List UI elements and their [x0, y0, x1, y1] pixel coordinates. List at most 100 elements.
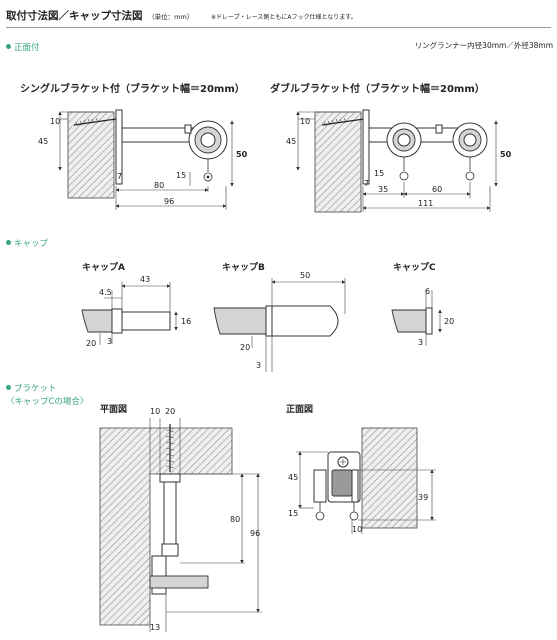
screw	[73, 118, 117, 126]
section-front-label: 正面付	[14, 43, 40, 53]
plan-title: 平面図	[100, 404, 127, 415]
dim-10: 10	[150, 407, 160, 416]
ring-runner	[351, 469, 359, 503]
dim-39: 39	[418, 493, 428, 502]
cap-a-diagram: キャップA 43 4.5 16 20 3	[81, 261, 191, 348]
dim-20: 20	[165, 407, 175, 416]
dim-43: 43	[140, 275, 150, 284]
hook-note: ※ドレープ・レース側ともにAフック仕様となります。	[210, 14, 357, 21]
dim-10: 10	[300, 117, 310, 126]
section-bracket-label: ブラケット	[14, 384, 57, 394]
dim-96: 96	[164, 197, 174, 206]
unit-note: （単位：mm）	[148, 13, 194, 21]
cap-collar	[265, 305, 273, 337]
dim-15: 15	[288, 509, 298, 518]
bracket-plate	[362, 109, 370, 185]
header-divider	[6, 27, 551, 28]
dim-7: 7	[117, 172, 122, 181]
rod-inner-core	[397, 133, 411, 147]
hook-ring	[203, 172, 213, 182]
cap-c-diagram: キャップC 6 20 3	[391, 261, 454, 347]
bullet-icon	[6, 44, 11, 49]
cap-collar	[111, 308, 123, 334]
dim-3: 3	[418, 338, 423, 347]
bracket-arm	[163, 481, 177, 545]
double-bracket-diagram: ダブルブラケット付（ブラケット幅＝20mm） 10 45 50 15 7 35 …	[270, 82, 512, 213]
rod-outer-core	[463, 133, 477, 147]
bracket-plate	[159, 473, 181, 483]
plan-view-diagram: 平面図 10 20 80 96 13	[99, 404, 262, 632]
set-screw	[435, 124, 443, 134]
bullet-icon	[6, 240, 11, 245]
dim-96: 96	[250, 529, 260, 538]
section-bracket-sub: 〈キャップCの場合〉	[6, 397, 89, 407]
dim-20: 20	[240, 343, 250, 352]
elev-title: 正面図	[286, 404, 313, 415]
rod	[213, 307, 267, 335]
screw-thread	[323, 117, 347, 127]
wall	[361, 427, 418, 529]
dim-35: 35	[378, 185, 388, 194]
dim-15: 15	[176, 171, 186, 180]
bracket-plate	[115, 109, 123, 185]
cap-b-diagram: キャップB 50 20 3	[213, 261, 346, 372]
section-front: 正面付	[6, 41, 40, 53]
dim-50: 50	[500, 150, 512, 159]
set-screw	[184, 124, 192, 134]
double-title: ダブルブラケット付（ブラケット幅＝20mm）	[270, 82, 485, 95]
rod	[391, 309, 427, 333]
dim-3: 3	[256, 361, 261, 370]
section-cap: キャップ	[6, 237, 48, 249]
screw-thread	[165, 429, 175, 469]
page-title: 取付寸法図／キャップ寸法図 （単位：mm） ※ドレープ・レース側ともにAフック仕…	[6, 8, 357, 23]
dim-10: 10	[352, 525, 362, 534]
screw-thread	[75, 117, 99, 127]
arm-joint	[161, 543, 179, 557]
dim-3: 3	[107, 337, 112, 346]
hook-ring	[399, 171, 409, 181]
screw	[321, 118, 365, 126]
cap-b-title: キャップB	[222, 261, 265, 273]
dim-60: 60	[432, 185, 442, 194]
rod-end	[149, 575, 209, 589]
wall	[314, 111, 362, 213]
cap-a-title: キャップA	[82, 261, 125, 273]
dim-20: 20	[86, 339, 96, 348]
hook-ring	[465, 171, 475, 181]
front-elevation-diagram: 正面図 45 15 10 39	[286, 404, 436, 534]
title-text: 取付寸法図／キャップ寸法図	[6, 10, 143, 22]
dim-45: 45	[38, 137, 48, 146]
dim-6: 6	[425, 287, 430, 296]
dim-45: 45	[288, 473, 298, 482]
dim-45: 45	[286, 137, 296, 146]
dim-16: 16	[181, 317, 191, 326]
ring-spec: リングランナー内径30mm／外径38mm	[414, 41, 553, 50]
cap-c-title: キャップC	[393, 261, 436, 273]
dim-13: 13	[150, 623, 160, 632]
ring-runner	[313, 469, 327, 503]
dim-50: 50	[236, 150, 248, 159]
wall	[67, 111, 115, 199]
dim-111: 111	[418, 199, 433, 208]
dim-80: 80	[154, 181, 164, 190]
single-title: シングルブラケット付（ブラケット幅＝20mm）	[20, 82, 245, 95]
cap-body	[271, 305, 339, 337]
hook-ring	[349, 511, 359, 521]
dim-7: 7	[364, 179, 369, 188]
dim-20: 20	[444, 317, 454, 326]
section-cap-label: キャップ	[14, 239, 49, 249]
rod-inner	[200, 132, 216, 148]
rod	[81, 309, 113, 333]
dim-10: 10	[50, 117, 60, 126]
bracket-body	[331, 469, 353, 497]
single-bracket-diagram: シングルブラケット付（ブラケット幅＝20mm） 10 45 50 15 7 80	[20, 82, 248, 210]
bullet-icon	[6, 385, 11, 390]
dim-80: 80	[230, 515, 240, 524]
cap-body	[121, 311, 171, 331]
dim-15: 15	[374, 169, 384, 178]
dim-4.5: 4.5	[99, 288, 112, 297]
hook-pin	[206, 175, 210, 179]
section-bracket: ブラケット	[6, 382, 57, 394]
cap-body	[425, 307, 433, 335]
